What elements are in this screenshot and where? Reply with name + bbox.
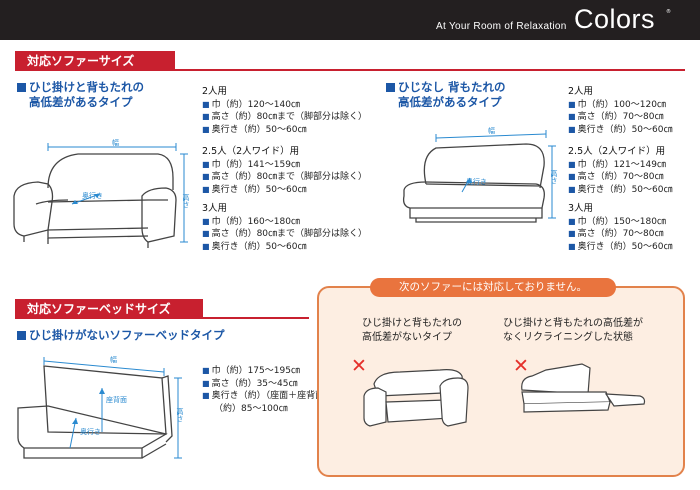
- not-supported-cross-icon: ✕: [351, 355, 367, 377]
- heading-square-icon: [386, 83, 395, 92]
- bullet-square-icon: ■: [202, 99, 210, 109]
- spec-line: 巾（約）121〜149㎝: [577, 159, 666, 170]
- spec-line: 奥行き（約）50〜60㎝: [577, 241, 673, 252]
- armrest-sofa-spec-2seat: 2人用 ■巾（約）120〜140㎝ ■高さ（約）80㎝まで（脚部分は除く） ■奥…: [202, 86, 367, 136]
- spec-line: 奥行き（約）（座面＋座背面）: [211, 391, 334, 402]
- spec-group-title: 2.5人（2人ワイド）用: [202, 146, 300, 157]
- armrest-sofa-heading: ひじ掛けと背もたれの 高低差があるタイプ: [17, 80, 144, 110]
- sofabed-depth-label: 奥行き: [80, 427, 101, 436]
- flat-arm-sofa-illustration: [363, 369, 469, 427]
- unsupported-case2-text: ひじ掛けと背もたれの高低差が なくリクライニングした状態: [503, 317, 643, 345]
- armrest-sofa-heading-line1: ひじ掛けと背もたれの: [29, 80, 144, 94]
- header-tagline: At Your Room of Relaxation: [436, 21, 567, 32]
- spec-line: 高さ（約）70〜80㎝: [577, 229, 664, 240]
- spec-line: 奥行き（約）50〜60㎝: [211, 124, 307, 135]
- armrest-sofa-heading-line2: 高低差があるタイプ: [29, 95, 133, 109]
- bullet-square-icon: ■: [568, 124, 576, 134]
- brand-logo: Colors: [574, 4, 656, 34]
- bullet-square-icon: ■: [568, 172, 576, 182]
- bullet-square-icon: ■: [202, 184, 210, 194]
- armless-sofa-spec-3seat: 3人用 ■巾（約）150〜180㎝ ■高さ（約）70〜80㎝ ■奥行き（約）50…: [568, 203, 672, 253]
- bullet-square-icon: ■: [202, 172, 210, 182]
- spec-line: 奥行き（約）50〜60㎝: [577, 184, 673, 195]
- bullet-square-icon: ■: [202, 112, 210, 122]
- spec-line: 高さ（約）70〜80㎝: [577, 172, 664, 183]
- armrest-sofa-spec-3seat: 3人用 ■巾（約）160〜180㎝ ■高さ（約）80㎝まで（脚部分は除く） ■奥…: [202, 203, 367, 253]
- spec-group-title: 3人用: [202, 203, 228, 214]
- armrest-sofa-height-label: 高さ: [182, 193, 190, 209]
- sofabed-width-label: 幅: [110, 355, 117, 364]
- sofa-section-rule: [175, 69, 685, 71]
- bullet-square-icon: ■: [202, 216, 210, 226]
- armless-sofa-illustration: 幅 高さ 奥行き: [402, 126, 558, 223]
- spec-line: 巾（約）120〜140㎝: [211, 99, 300, 110]
- sofabed-heading-text: ひじ掛けがないソファーベッドタイプ: [29, 328, 225, 342]
- sofabed-illustration: 幅 高さ 座背面 奥行き: [17, 355, 184, 459]
- spec-line: 奥行き（約）50〜60㎝: [211, 241, 307, 252]
- unsupported-case2-line1: ひじ掛けと背もたれの高低差が: [503, 318, 643, 329]
- not-supported-cross-icon: ✕: [513, 355, 529, 377]
- armrest-sofa-illustration: 幅 高さ 奥行き: [13, 138, 190, 248]
- spec-line: 奥行き（約）50〜60㎝: [577, 124, 673, 135]
- bullet-square-icon: ■: [202, 229, 210, 239]
- bullet-square-icon: ■: [202, 391, 210, 401]
- spec-group-title: 2人用: [568, 86, 594, 97]
- spec-line: 高さ（約）80㎝まで（脚部分は除く）: [211, 229, 368, 240]
- unsupported-case1-line2: 高低差がないタイプ: [362, 332, 452, 343]
- sofabed-section-rule: [203, 317, 309, 319]
- heading-square-icon: [17, 83, 26, 92]
- brand-registered-mark: ®: [666, 9, 671, 15]
- armless-sofa-heading-line1: ひじなし 背もたれの: [398, 80, 506, 94]
- sofa-section-title: 対応ソファーサイズ: [15, 51, 175, 71]
- spec-group-title: 2.5人（2人ワイド）用: [568, 146, 666, 157]
- spec-line: 奥行き（約）50〜60㎝: [211, 184, 307, 195]
- armless-sofa-heading-line2: 高低差があるタイプ: [398, 95, 502, 109]
- sofabed-back-label: 座背面: [106, 395, 127, 404]
- unsupported-case1-line1: ひじ掛けと背もたれの: [362, 318, 462, 329]
- spec-line: 高さ（約）70〜80㎝: [577, 112, 664, 123]
- bullet-square-icon: ■: [202, 124, 210, 134]
- spec-line: （約）85〜100㎝: [214, 403, 288, 414]
- armrest-sofa-depth-label: 奥行き: [82, 191, 103, 200]
- armless-sofa-width-label: 幅: [488, 126, 495, 135]
- bullet-square-icon: ■: [568, 184, 576, 194]
- bullet-square-icon: ■: [568, 241, 576, 251]
- sofabed-height-label: 高さ: [176, 407, 184, 423]
- sofabed-spec: ■巾（約）175〜195㎝ ■高さ（約）35〜45㎝ ■奥行き（約）（座面＋座背…: [202, 365, 333, 415]
- spec-group-title: 2人用: [202, 86, 228, 97]
- bullet-square-icon: ■: [202, 241, 210, 251]
- armrest-sofa-width-label: 幅: [112, 138, 119, 147]
- armless-sofa-depth-label: 奥行き: [466, 177, 487, 186]
- armless-sofa-height-label: 高さ: [550, 169, 558, 185]
- bullet-square-icon: ■: [568, 159, 576, 169]
- spec-line: 巾（約）150〜180㎝: [577, 216, 666, 227]
- bullet-square-icon: ■: [202, 366, 210, 375]
- bullet-square-icon: ■: [568, 112, 576, 122]
- spec-line: 高さ（約）80㎝まで（脚部分は除く）: [211, 112, 368, 123]
- reclined-sofa-illustration: [521, 363, 646, 413]
- spec-group-title: 3人用: [568, 203, 594, 214]
- header-bar: [0, 0, 700, 40]
- armless-sofa-spec-2seat: 2人用 ■巾（約）100〜120㎝ ■高さ（約）70〜80㎝ ■奥行き（約）50…: [568, 86, 672, 136]
- armless-sofa-heading: ひじなし 背もたれの 高低差があるタイプ: [386, 80, 506, 110]
- sofabed-heading: ひじ掛けがないソファーベッドタイプ: [17, 328, 225, 343]
- spec-line: 高さ（約）35〜45㎝: [211, 378, 298, 389]
- heading-square-icon: [17, 331, 26, 340]
- bullet-square-icon: ■: [568, 99, 576, 109]
- sofabed-section-title: 対応ソファーベッドサイズ: [15, 299, 203, 319]
- spec-line: 巾（約）160〜180㎝: [211, 216, 300, 227]
- armless-sofa-spec-25seat: 2.5人（2人ワイド）用 ■巾（約）121〜149㎝ ■高さ（約）70〜80㎝ …: [568, 146, 672, 196]
- bullet-square-icon: ■: [568, 216, 576, 226]
- armrest-sofa-spec-25seat: 2.5人（2人ワイド）用 ■巾（約）141〜159㎝ ■高さ（約）80㎝まで（脚…: [202, 146, 367, 196]
- bullet-square-icon: ■: [202, 378, 210, 388]
- bullet-square-icon: ■: [202, 159, 210, 169]
- spec-line: 高さ（約）80㎝まで（脚部分は除く）: [211, 172, 368, 183]
- bullet-square-icon: ■: [568, 229, 576, 239]
- unsupported-case1-text: ひじ掛けと背もたれの 高低差がないタイプ: [362, 317, 462, 345]
- spec-line: 巾（約）100〜120㎝: [577, 99, 666, 110]
- spec-line: 巾（約）175〜195㎝: [211, 366, 300, 376]
- spec-line: 巾（約）141〜159㎝: [211, 159, 300, 170]
- unsupported-case2-line2: なくリクライニングした状態: [503, 332, 633, 343]
- unsupported-title: 次のソファーには対応しておりません。: [370, 278, 616, 297]
